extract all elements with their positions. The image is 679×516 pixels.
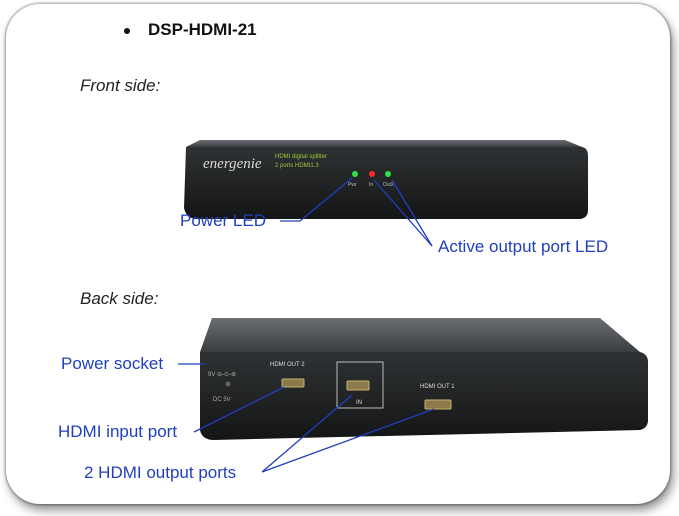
led-label-in: In [369, 182, 373, 188]
hdmi-output-line-b [261, 408, 435, 473]
callout-lines [178, 177, 435, 473]
led-label-pwr: Pwr [348, 182, 357, 188]
active-led-callout: Active output port LED [438, 237, 609, 256]
dc-label: DC 5V [213, 397, 231, 403]
brand-logo: energenie [203, 156, 262, 172]
hdmi-output-line-a [261, 394, 353, 473]
hdmi-out2-port-icon [281, 378, 305, 388]
hdmi-in-label: IN [356, 400, 362, 406]
hdmi-input-callout: HDMI input port [58, 422, 178, 441]
input-led-icon [369, 171, 375, 177]
power-led-line [280, 177, 353, 222]
back-device: 9V ⊖-⊙-⊕ DC 5V HDMI OUT 2 IN HDMI OUT 1 [200, 318, 648, 440]
active-led-line-b [373, 179, 433, 247]
product-line2: 2 ports HDMI1.3 [275, 163, 319, 169]
power-socket-icon [225, 381, 231, 387]
hdmi-out1-label: HDMI OUT 1 [420, 384, 455, 390]
front-side-label: Front side: [80, 76, 161, 95]
input-port-frame [336, 361, 384, 409]
hdmi-input-line [193, 386, 285, 433]
hdmi-out2-label: HDMI OUT 2 [270, 362, 305, 368]
bullet-icon [124, 28, 130, 34]
back-side-label: Back side: [80, 289, 159, 308]
product-line1: HDMI digital splitter [275, 154, 327, 160]
power-led-callout: Power LED [180, 211, 266, 230]
power-led-icon [352, 171, 358, 177]
led-label-out2: Out2 [383, 182, 394, 188]
dc-label-top: 9V ⊖-⊙-⊕ [208, 372, 236, 378]
active-led-line-a [391, 179, 433, 247]
power-socket-callout: Power socket [61, 354, 164, 373]
front-device: energenie HDMI digital splitter 2 ports … [184, 140, 588, 219]
output-led-icon [385, 171, 391, 177]
hdmi-out1-port-icon [424, 399, 452, 410]
model-heading: DSP-HDMI-21 [148, 20, 257, 39]
hdmi-outputs-callout: 2 HDMI output ports [84, 463, 237, 482]
hdmi-in-port-icon [346, 380, 370, 391]
